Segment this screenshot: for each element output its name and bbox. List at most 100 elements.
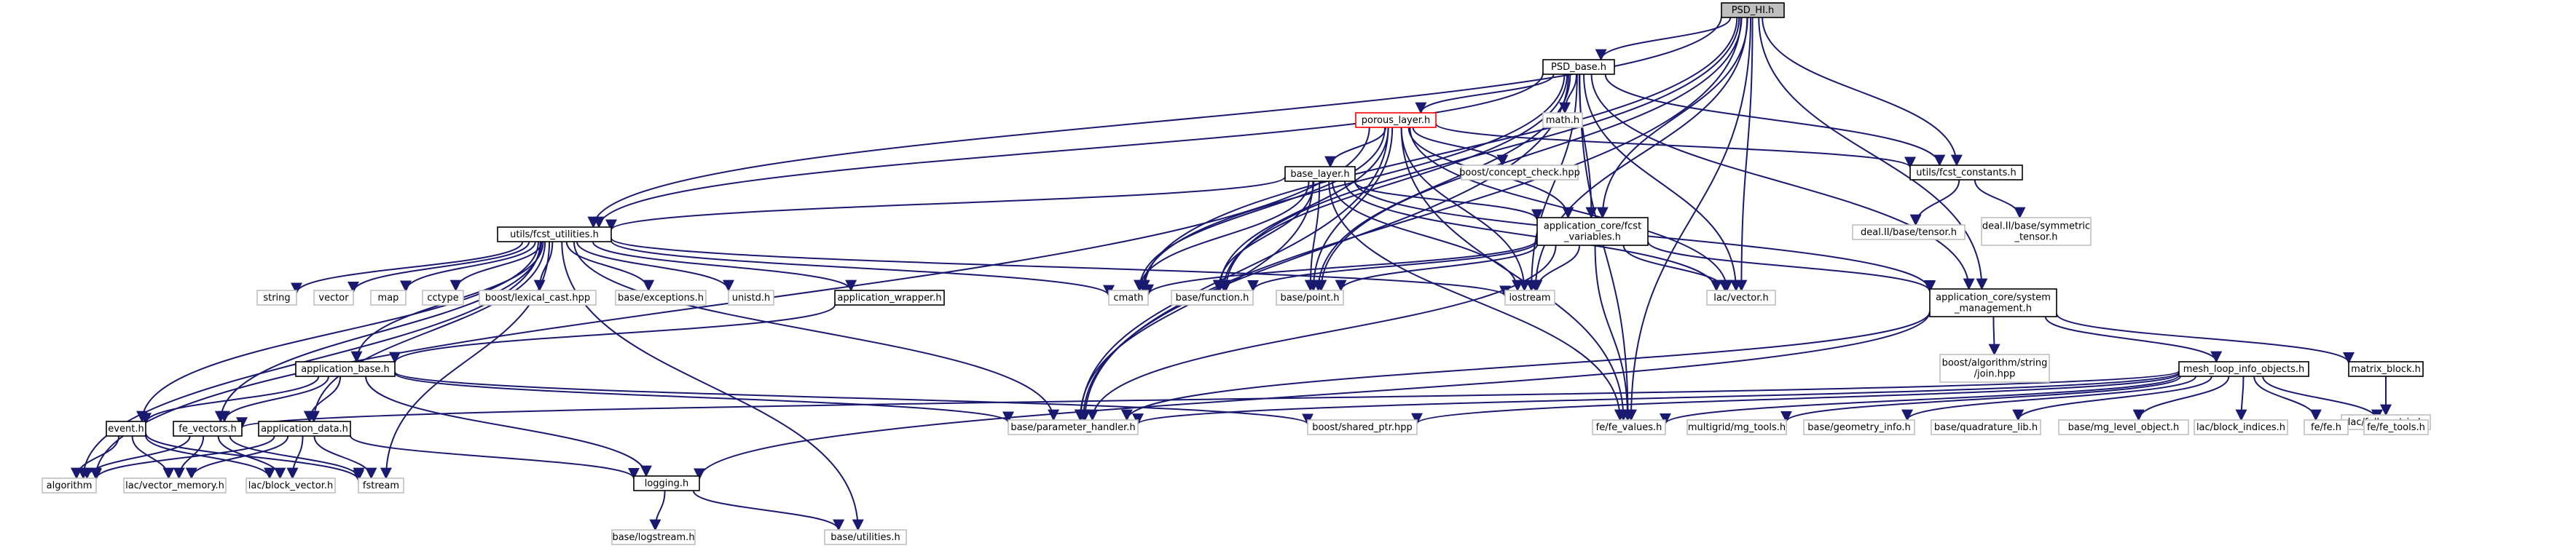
node-box[interactable] — [2348, 361, 2424, 377]
node-parameter-handler: base/parameter_handler.h — [1008, 419, 1139, 435]
edge-fcst_utilities-to-fe_vectors — [214, 241, 543, 423]
node-fcst-variables[interactable]: application_core/fcst_variables.h — [1536, 217, 1649, 246]
edge-system_management-to-string_join — [1988, 316, 2000, 356]
node-string: string — [256, 290, 297, 306]
node-mesh-loop[interactable]: mesh_loop_info_objects.h — [2178, 361, 2309, 377]
node-label: PSD_HI.h — [1732, 5, 1775, 16]
node-box[interactable] — [1909, 164, 2023, 181]
node-box[interactable] — [1721, 2, 1785, 18]
node-box[interactable] — [1536, 217, 1649, 246]
edge-fcst_utilities-to-iostream — [610, 237, 1511, 298]
edge-fcst_utilities-to-unistd — [576, 241, 734, 292]
edge-system_management-to-mesh_loop — [2044, 316, 2223, 363]
edge-event-to-algorithm — [71, 435, 119, 480]
node-label: boost/lexical_cast.hpp — [485, 293, 590, 304]
edge-mesh_loop-to-parameter_handler — [1132, 371, 2180, 426]
node-label: cctype — [427, 293, 458, 304]
node-fcst-constants[interactable]: utils/fcst_constants.h — [1909, 164, 2023, 181]
edge-fe_vectors-to-fstream — [229, 435, 365, 480]
edge-logging-to-utilities — [692, 490, 845, 531]
node-event[interactable]: event.h — [106, 421, 146, 437]
node-label: base/function.h — [1176, 293, 1249, 304]
edge-fcst_variables-to-system_management — [1647, 241, 1936, 293]
edge-psd_hi-to-system_management — [1758, 17, 1988, 290]
node-box[interactable] — [106, 421, 146, 437]
node-box[interactable] — [497, 226, 612, 242]
node-label: unistd.h — [732, 293, 771, 304]
node-box — [1461, 164, 1579, 181]
node-psd-base[interactable]: PSD_base.h — [1542, 59, 1615, 75]
edge-psd_hi-to-psd_base — [1595, 17, 1732, 61]
node-label: boost/shared_ptr.hpp — [1312, 422, 1413, 433]
edge-application_data-to-fstream — [313, 435, 377, 480]
node-label: base/geometry_info.h — [1807, 422, 1910, 433]
edge-fcst_utilities-to-map — [400, 241, 536, 293]
edge-application_data-to-vector_memory — [185, 435, 289, 480]
node-concept-check: boost/concept_check.hpp — [1459, 164, 1580, 181]
node-application-wrapper[interactable]: application_wrapper.h — [834, 290, 945, 306]
node-box[interactable] — [295, 361, 396, 377]
node-label: _tensor.h — [2014, 232, 2057, 243]
node-box — [1592, 419, 1666, 435]
node-label: lac/vector_memory.h — [125, 480, 224, 491]
node-box[interactable] — [173, 421, 243, 437]
node-label: application_core/system — [1936, 293, 2051, 304]
node-box[interactable] — [834, 290, 945, 306]
edge-psd_hi-to-function — [1220, 17, 1740, 292]
node-label: lac/vector.h — [1713, 293, 1769, 304]
edge-psd_base-to-system_management — [1590, 74, 1975, 290]
edge-application_base-to-logging — [365, 376, 652, 477]
edge-fcst_constants-to-tensor — [1909, 179, 1960, 226]
edge-mesh_loop-to-fe_values — [1660, 374, 2180, 425]
node-label: boost/algorithm/string — [1942, 358, 2048, 369]
node-box[interactable] — [2178, 361, 2309, 377]
edge-base_layer-to-fcst_variables — [1354, 181, 1543, 221]
node-box — [422, 290, 464, 306]
node-box[interactable] — [1542, 59, 1615, 75]
node-box[interactable] — [1355, 112, 1437, 128]
edge-psd_hi-to-fcst_constants — [1762, 17, 1963, 167]
edge-system_management-to-parameter_handler — [1121, 311, 1931, 421]
node-box[interactable] — [258, 421, 351, 437]
node-box — [358, 477, 404, 493]
edge-fcst_utilities-to-parameter_handler — [573, 241, 1060, 421]
node-label: fe/fe.h — [2311, 422, 2341, 433]
node-label: multigrid/mg_tools.h — [1688, 422, 1786, 433]
node-utilities: base/utilities.h — [824, 529, 907, 545]
node-label: vector — [318, 293, 349, 304]
node-application-data[interactable]: application_data.h — [258, 421, 351, 437]
node-label: boost/concept_check.hpp — [1459, 167, 1580, 178]
node-exceptions: base/exceptions.h — [615, 290, 707, 306]
node-fe-vectors[interactable]: fe_vectors.h — [173, 421, 243, 437]
node-box[interactable] — [1284, 166, 1356, 182]
edge-fcst_constants-to-symmetric_tensor — [1974, 179, 2026, 219]
edge-application_data-to-block_vector — [286, 435, 304, 480]
node-box — [2058, 419, 2189, 435]
node-system-management[interactable]: application_core/system_management.h — [1929, 288, 2057, 317]
edge-mesh_loop-to-mg_tools — [1780, 376, 2181, 423]
edge-psd_hi-to-fcst_variables — [1596, 17, 1748, 219]
node-fcst-utilities[interactable]: utils/fcst_utilities.h — [497, 226, 612, 242]
edge-event-to-block_vector — [145, 435, 275, 480]
node-box[interactable] — [633, 475, 700, 491]
edge-psd_base-to-math — [1559, 74, 1577, 114]
node-porous-layer[interactable]: porous_layer.h — [1355, 112, 1437, 128]
node-psd-hi[interactable]: PSD_HI.h — [1721, 2, 1785, 18]
node-application-base[interactable]: application_base.h — [295, 361, 396, 377]
node-geometry-info: base/geometry_info.h — [1803, 419, 1915, 435]
node-logging[interactable]: logging.h — [633, 475, 700, 491]
node-label: logging.h — [645, 478, 689, 489]
node-label: base_layer.h — [1290, 169, 1349, 180]
node-label: cmath — [1113, 293, 1143, 304]
node-label: utils/fcst_constants.h — [1916, 167, 2016, 178]
node-label: fe_vectors.h — [178, 424, 236, 435]
node-box[interactable] — [1929, 288, 2057, 317]
edge-system_management-to-matrix_block — [2056, 313, 2355, 364]
edge-fcst_utilities-to-fstream — [380, 241, 551, 480]
node-base-layer[interactable]: base_layer.h — [1284, 166, 1356, 182]
edge-system_management-to-logging — [694, 311, 1931, 480]
node-matrix-block[interactable]: matrix_block.h — [2348, 361, 2424, 377]
node-label: base/exceptions.h — [618, 293, 704, 304]
node-box — [1171, 290, 1254, 306]
